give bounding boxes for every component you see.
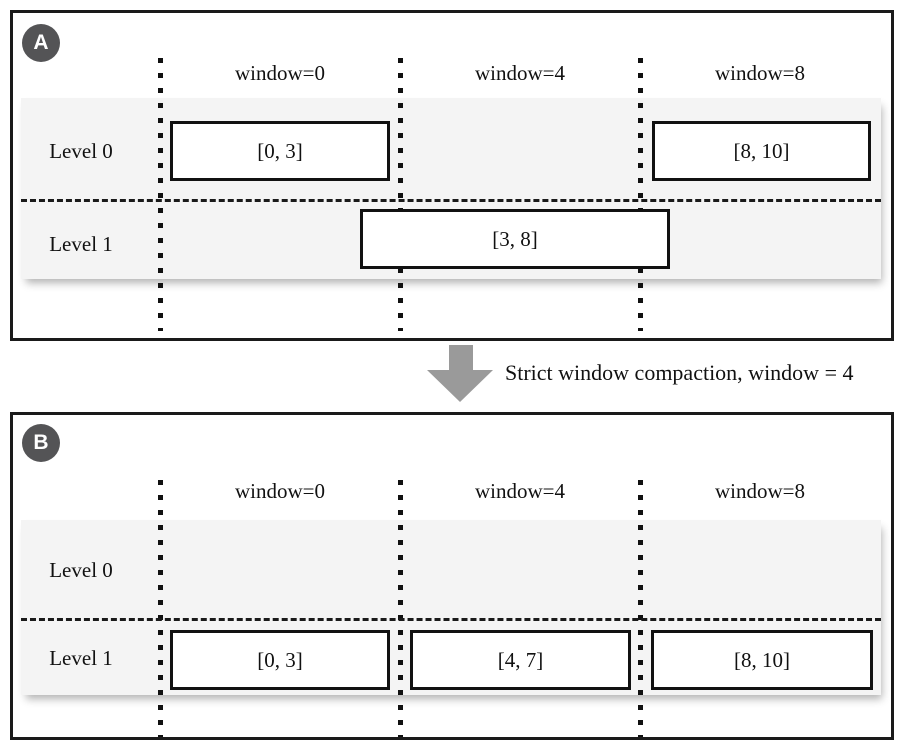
panel-b: B window=0 window=4 window=8 Level 0 Lev…: [10, 412, 894, 740]
row-label-level-1: Level 1: [49, 646, 113, 670]
row-label-level-0: Level 0: [49, 558, 113, 582]
window-separator-dotline: [398, 480, 403, 737]
panel-b-badge: B: [22, 424, 60, 462]
row-label-level-1: Level 1: [49, 232, 113, 256]
level-divider-dashed-line: [21, 618, 881, 621]
column-label-window-4: window=4: [474, 61, 565, 85]
down-arrow-icon: [449, 345, 473, 371]
window-separator-dotline: [158, 480, 163, 737]
column-label-window-8: window=8: [714, 61, 805, 85]
down-arrow-icon: [427, 370, 493, 402]
run-box: [0, 3]: [170, 630, 390, 690]
row-label-level-0: Level 0: [49, 139, 113, 163]
level-divider-dashed-line: [21, 199, 881, 202]
run-box: [8, 10]: [651, 630, 873, 690]
run-box: [4, 7]: [410, 630, 631, 690]
column-label-window-0: window=0: [234, 61, 325, 85]
column-label-window-0: window=0: [234, 479, 325, 503]
column-label-window-4: window=4: [474, 479, 565, 503]
panel-a: A window=0 window=4 window=8 Level 0 Lev…: [10, 10, 894, 341]
panel-a-badge: A: [22, 24, 60, 62]
window-separator-dotline: [158, 58, 163, 331]
window-separator-dotline: [398, 58, 403, 331]
run-box: [3, 8]: [360, 209, 670, 269]
run-box: [8, 10]: [652, 121, 871, 181]
column-label-window-8: window=8: [714, 479, 805, 503]
window-separator-dotline: [638, 58, 643, 331]
run-box: [0, 3]: [170, 121, 390, 181]
window-separator-dotline: [638, 480, 643, 737]
transition-caption: Strict window compaction, window = 4: [505, 360, 854, 385]
